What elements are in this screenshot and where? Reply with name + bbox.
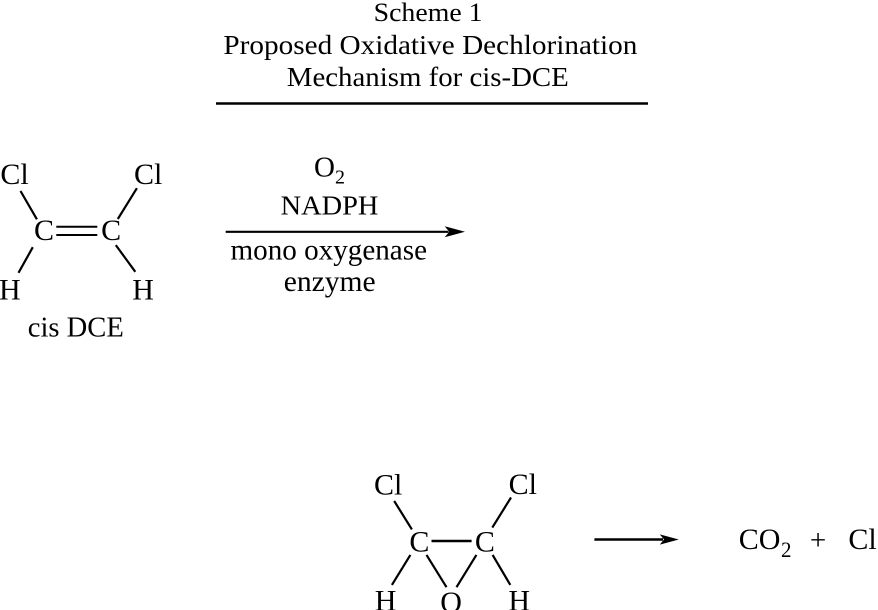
svg-text:NADPH: NADPH — [281, 189, 379, 220]
svg-text:O: O — [440, 586, 462, 610]
svg-text:Scheme 1: Scheme 1 — [374, 0, 483, 27]
svg-text:mono oxygenase: mono oxygenase — [231, 234, 428, 267]
svg-text:H: H — [0, 274, 21, 307]
svg-text:H: H — [375, 584, 397, 610]
svg-text:C: C — [34, 214, 54, 247]
svg-text:Cl: Cl — [134, 158, 162, 191]
svg-text:Mechanism for cis-DCE: Mechanism for cis-DCE — [287, 62, 569, 92]
svg-text:Proposed Oxidative Dechlorinat: Proposed Oxidative Dechlorination — [223, 30, 638, 60]
svg-text:+: + — [810, 524, 826, 556]
svg-text:2: 2 — [335, 167, 345, 189]
svg-text:Cl: Cl — [509, 468, 537, 501]
svg-text:Cl: Cl — [848, 523, 876, 556]
svg-text:Cl: Cl — [0, 158, 28, 191]
svg-text:CO: CO — [739, 523, 781, 556]
svg-text:O: O — [314, 152, 335, 184]
svg-text:2: 2 — [781, 537, 792, 562]
svg-text:H: H — [132, 274, 154, 307]
svg-text:cis DCE: cis DCE — [28, 312, 124, 344]
svg-text:Cl: Cl — [374, 468, 402, 501]
svg-text:enzyme: enzyme — [284, 265, 376, 298]
svg-text:C: C — [475, 526, 495, 559]
svg-text:H: H — [508, 584, 530, 610]
svg-text:C: C — [409, 526, 429, 559]
svg-text:C: C — [101, 214, 121, 247]
